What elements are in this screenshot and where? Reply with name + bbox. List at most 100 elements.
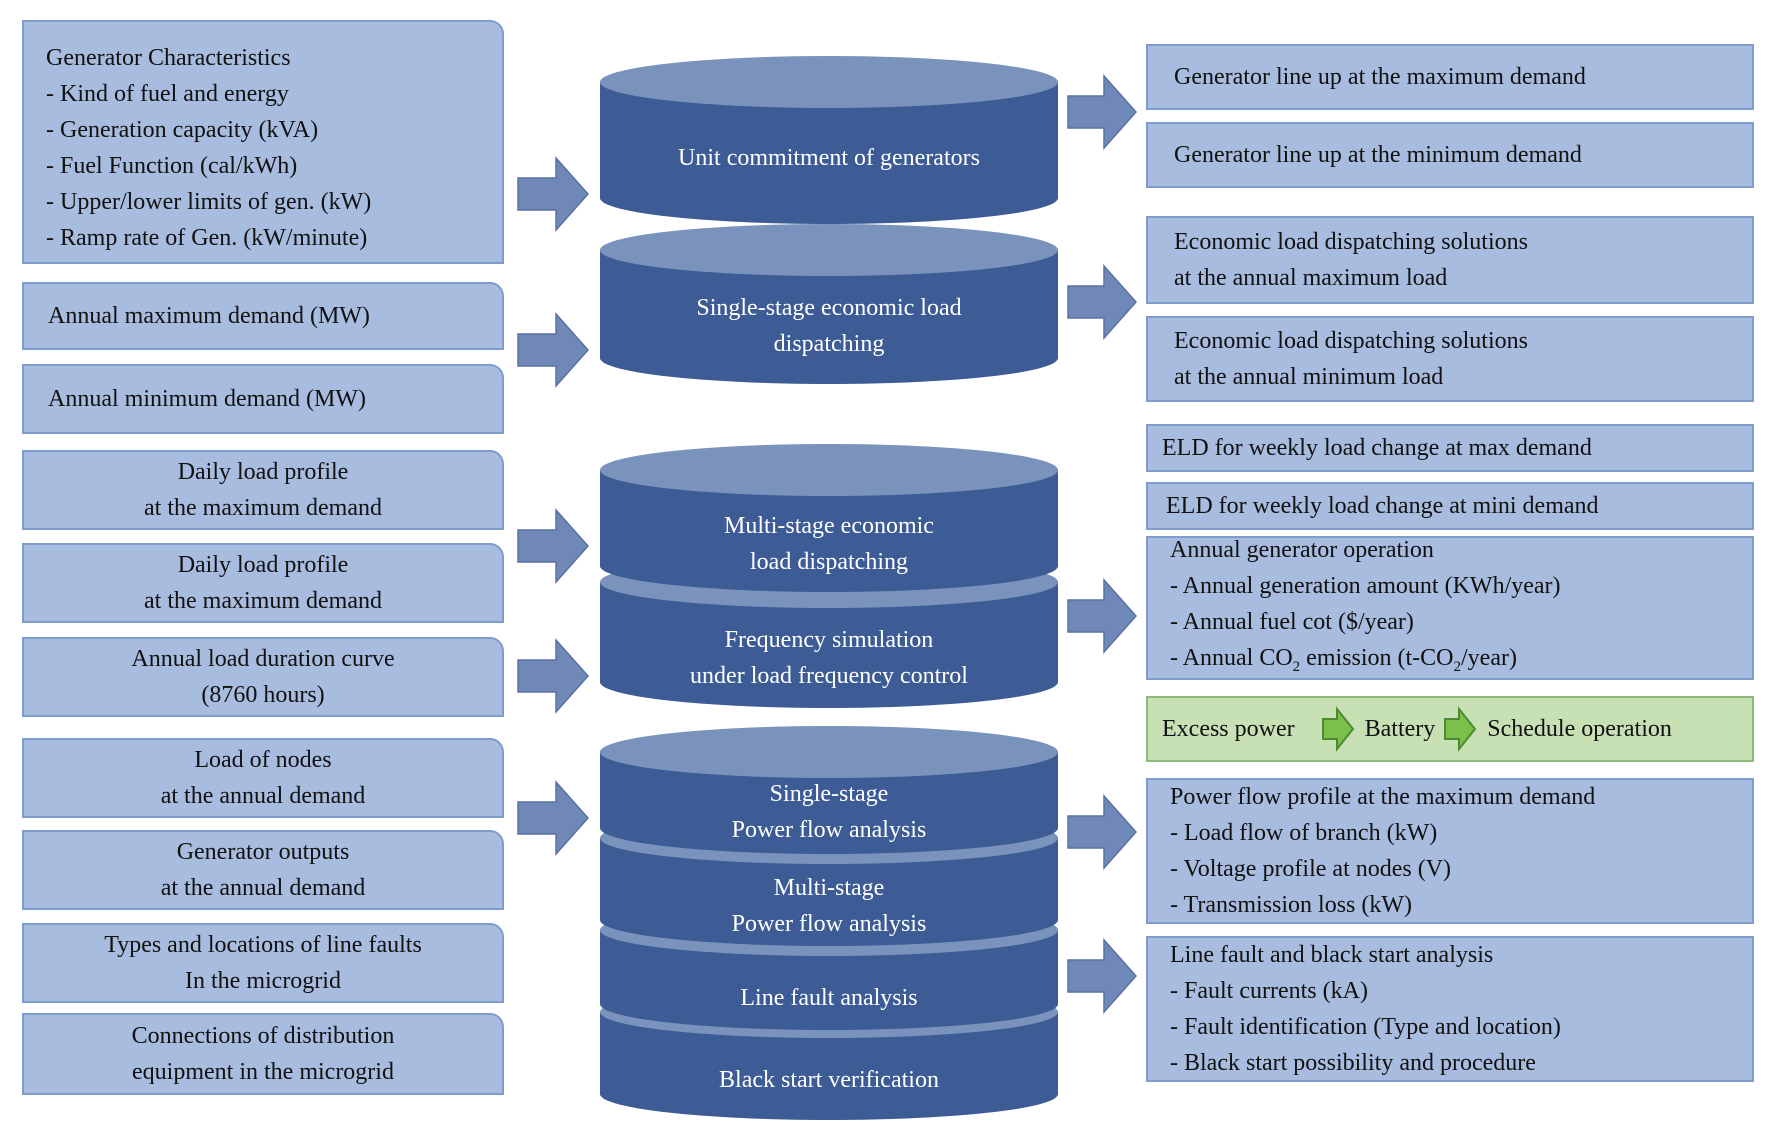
distribution-connections-box: Connections of distribution equipment in…	[22, 1013, 504, 1095]
co2-text: /year)	[1461, 644, 1517, 671]
schedule-operation-label: Schedule operation	[1487, 716, 1672, 742]
excess-power-label: Excess power	[1162, 716, 1295, 742]
arrow-right-icon	[1067, 74, 1138, 150]
eld-max-box: Economic load dispatching solutions at t…	[1146, 216, 1754, 304]
weekly-min-box: ELD for weekly load change at mini deman…	[1146, 482, 1754, 530]
daily-load-line-1: Daily load profile	[177, 459, 349, 485]
generator-characteristics-box: Generator Characteristics - Kind of fuel…	[22, 20, 504, 264]
daily-load-line-2: at the maximum demand	[144, 588, 382, 614]
eld-max-line-2: at the annual maximum load	[1174, 265, 1448, 291]
eld-min-box: Economic load dispatching solutions at t…	[1146, 316, 1754, 402]
gen-outputs-line-2: at the annual demand	[160, 875, 366, 901]
load-nodes-line-1: Load of nodes	[194, 747, 332, 773]
lineup-max-label: Generator line up at the maximum demand	[1174, 64, 1586, 90]
arrow-right-icon	[1067, 264, 1138, 340]
connections-line-2: equipment in the microgrid	[132, 1059, 394, 1085]
line-faults-line-1: Types and locations of line faults	[104, 932, 422, 958]
co2-text: - Annual CO	[1170, 644, 1293, 671]
stage-label-line-fault: Line fault analysis	[600, 980, 1058, 1016]
stage-label-line: Power flow analysis	[731, 817, 927, 843]
stage-label-unit-commitment: Unit commitment of generators	[600, 140, 1058, 176]
battery-label: Battery	[1364, 716, 1436, 742]
stage-label-single-stage-eld: Single-stage economic load dispatching	[600, 290, 1058, 362]
green-arrow-icon	[1444, 706, 1477, 752]
fault-title: Line fault and black start analysis	[1170, 942, 1494, 968]
cylinder-single-stage-power-flow	[600, 726, 1058, 854]
lineup-min-label: Generator line up at the minimum demand	[1174, 142, 1582, 168]
stage-label-line: load dispatching	[750, 549, 908, 575]
stage-label-line: Multi-stage economic	[724, 513, 934, 539]
weekly-max-box: ELD for weekly load change at max demand	[1146, 424, 1754, 472]
fault-item: - Black start possibility and procedure	[1170, 1050, 1536, 1076]
power-flow-item: - Voltage profile at nodes (V)	[1170, 856, 1452, 882]
duration-curve-line-1: Annual load duration curve	[131, 646, 395, 672]
weekly-min-label: ELD for weekly load change at mini deman…	[1166, 493, 1599, 519]
stage-label-line: Multi-stage	[773, 875, 885, 901]
stage-label-multi-stage-power-flow: Multi-stage Power flow analysis	[600, 870, 1058, 942]
arrow-right-icon	[517, 312, 590, 388]
co2-text: emission (t-CO	[1300, 644, 1454, 671]
eld-max-line-1: Economic load dispatching solutions	[1174, 229, 1528, 255]
annual-max-demand-box: Annual maximum demand (MW)	[22, 282, 504, 350]
stage-label-line: Power flow analysis	[731, 911, 927, 937]
arrow-right-icon	[517, 780, 590, 856]
eld-min-line-1: Economic load dispatching solutions	[1174, 328, 1528, 354]
annual-generator-operation-box: Annual generator operation - Annual gene…	[1146, 536, 1754, 680]
fault-item: - Fault identification (Type and locatio…	[1170, 1014, 1561, 1040]
stage-label-line: Unit commitment of generators	[678, 145, 980, 171]
co2-subscript: 2	[1292, 658, 1301, 675]
eld-min-line-2: at the annual minimum load	[1174, 364, 1444, 390]
annual-op-title: Annual generator operation	[1170, 536, 1434, 563]
power-flow-item: - Transmission loss (kW)	[1170, 892, 1413, 918]
stage-label-line: Frequency simulation	[724, 627, 934, 653]
stage-label-frequency: Frequency simulation under load frequenc…	[600, 622, 1058, 694]
gen-char-item: - Fuel Function (cal/kWh)	[46, 153, 298, 179]
line-faults-box: Types and locations of line faults In th…	[22, 923, 504, 1003]
co2-subscript: 2	[1453, 658, 1462, 675]
annual-op-item: - Annual fuel cot ($/year)	[1170, 608, 1414, 635]
annual-op-item: - Annual generation amount (KWh/year)	[1170, 572, 1561, 599]
power-flow-title: Power flow profile at the maximum demand	[1170, 784, 1596, 810]
power-flow-profile-box: Power flow profile at the maximum demand…	[1146, 778, 1754, 924]
arrow-right-icon	[1067, 938, 1138, 1014]
cylinder-single-stage-eld	[600, 224, 1058, 384]
gen-char-item: - Upper/lower limits of gen. (kW)	[46, 189, 372, 215]
arrow-right-icon	[1067, 578, 1138, 654]
stage-label-multi-stage-eld: Multi-stage economic load dispatching	[600, 508, 1058, 580]
load-nodes-line-2: at the annual demand	[160, 783, 366, 809]
stage-label-black-start: Black start verification	[600, 1062, 1058, 1098]
daily-load-profile-box-1: Daily load profile at the maximum demand	[22, 450, 504, 530]
stage-label-line: dispatching	[773, 331, 885, 357]
load-duration-curve-box: Annual load duration curve (8760 hours)	[22, 637, 504, 717]
arrow-right-icon	[517, 156, 590, 232]
arrow-right-icon	[517, 508, 590, 584]
arrow-right-icon	[1067, 794, 1138, 870]
battery-schedule-box: Excess power Battery Schedule operation	[1146, 696, 1754, 762]
stage-label-line: Single-stage	[769, 781, 889, 807]
power-flow-item: - Load flow of branch (kW)	[1170, 820, 1438, 846]
annual-co2-item: - Annual CO2 emission (t-CO2/year)	[1170, 640, 1752, 685]
lineup-max-box: Generator line up at the maximum demand	[1146, 44, 1754, 110]
cylinder-unit-commitment	[600, 56, 1058, 224]
gen-char-item: - Generation capacity (kVA)	[46, 117, 319, 143]
fault-item: - Fault currents (kA)	[1170, 978, 1368, 1004]
daily-load-line-1: Daily load profile	[177, 552, 349, 578]
gen-outputs-line-1: Generator outputs	[176, 839, 350, 865]
stage-label-line: Line fault analysis	[740, 985, 918, 1011]
connections-line-1: Connections of distribution	[131, 1023, 395, 1049]
stage-label-line: Single-stage economic load	[696, 295, 962, 321]
annual-min-demand-label: Annual minimum demand (MW)	[48, 386, 366, 412]
line-fault-black-start-box: Line fault and black start analysis - Fa…	[1146, 936, 1754, 1082]
daily-load-line-2: at the maximum demand	[144, 495, 382, 521]
annual-max-demand-label: Annual maximum demand (MW)	[48, 303, 370, 329]
load-of-nodes-box: Load of nodes at the annual demand	[22, 738, 504, 818]
duration-curve-line-2: (8760 hours)	[201, 682, 325, 708]
generator-outputs-box: Generator outputs at the annual demand	[22, 830, 504, 910]
cylinder-multi-stage-eld	[600, 444, 1058, 592]
gen-char-item: - Ramp rate of Gen. (kW/minute)	[46, 225, 368, 251]
gen-char-item: - Kind of fuel and energy	[46, 81, 289, 107]
line-faults-line-2: In the microgrid	[185, 968, 341, 994]
daily-load-profile-box-2: Daily load profile at the maximum demand	[22, 543, 504, 623]
stage-label-line: under load frequency control	[690, 663, 968, 689]
